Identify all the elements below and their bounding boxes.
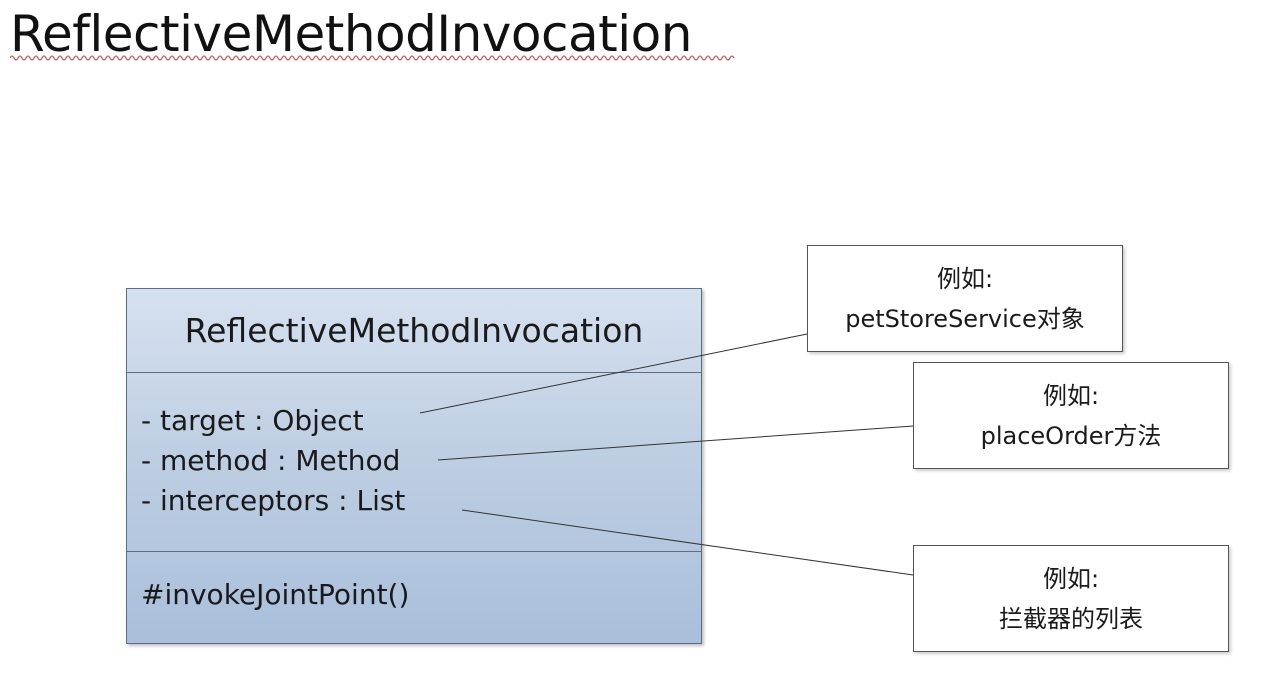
uml-attribute-method: - method : Method: [141, 444, 401, 477]
uml-operations: #invokeJointPoint(): [141, 575, 409, 615]
note-text: placeOrder方法: [980, 421, 1162, 450]
slide-title: ReflectiveMethodInvocation: [10, 5, 692, 63]
note-text: petStoreService对象: [845, 304, 1085, 333]
uml-attribute-target: - target : Object: [141, 404, 364, 437]
note-interceptors-example: 例如: 拦截器的列表: [913, 545, 1229, 652]
note-target-example: 例如: petStoreService对象: [807, 245, 1123, 352]
uml-class-name: ReflectiveMethodInvocation: [127, 289, 701, 373]
note-text: 拦截器的列表: [999, 604, 1143, 633]
note-heading: 例如:: [1042, 381, 1100, 410]
connector-method: [437, 425, 914, 461]
uml-attributes: - target : Object - method : Method - in…: [141, 401, 405, 521]
note-heading: 例如:: [936, 264, 994, 293]
connector-target: [419, 333, 808, 414]
uml-operation-invoke: #invokeJointPoint(): [141, 578, 410, 611]
uml-class-box: ReflectiveMethodInvocation - target : Ob…: [126, 288, 702, 644]
connector-interceptors: [461, 509, 914, 576]
spellcheck-underline: [10, 55, 735, 61]
note-method-example: 例如: placeOrder方法: [913, 362, 1229, 469]
uml-attribute-interceptors: - interceptors : List: [141, 484, 406, 517]
note-heading: 例如:: [1042, 564, 1100, 593]
uml-divider: [127, 551, 701, 552]
